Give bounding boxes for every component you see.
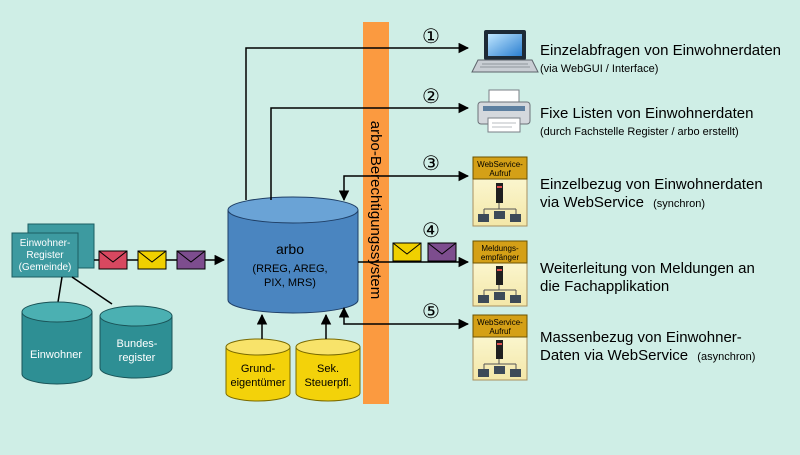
output-5-main-line2: Daten via WebService xyxy=(540,347,688,364)
output-2-sub: (durch Fachstelle Register / arbo erstel… xyxy=(540,126,739,138)
envelope-yellow-2-icon xyxy=(392,242,422,262)
einwohner-cylinder: Einwohner xyxy=(21,301,93,385)
output-1-text: Einzelabfragen von Einwohnerdaten (via W… xyxy=(540,42,781,75)
output-5-text: Massenbezug von Einwohner- Daten via Web… xyxy=(540,329,755,364)
sek-label-line2: Steuerpfl. xyxy=(304,377,351,389)
envelope-yellow-icon xyxy=(137,250,167,270)
output-4-main-line2: die Fachapplikation xyxy=(540,278,669,295)
arbo-subtitle-line1: (RREG, AREG, xyxy=(252,263,327,275)
number-2: ② xyxy=(422,86,440,108)
output-1-main: Einzelabfragen von Einwohnerdaten xyxy=(540,42,781,59)
arbo-title: arbo xyxy=(276,241,304,257)
grund-label-line1: Grund- xyxy=(241,363,276,375)
output-3-sub: (synchron) xyxy=(653,198,705,210)
output-2-text: Fixe Listen von Einwohnerdaten (durch Fa… xyxy=(540,105,753,138)
sek-steuerpfl-cylinder: Sek. Steuerpfl. xyxy=(295,338,361,402)
bundesregister-label-line1: Bundes- xyxy=(117,338,158,350)
bundesregister-cylinder: Bundes- register xyxy=(99,305,173,379)
arbo-subtitle-line2: PIX, MRS) xyxy=(264,277,316,289)
berechtigungssystem-bar xyxy=(363,22,389,404)
webservice-aufruf-icon-2: WebService- Aufruf xyxy=(472,314,528,381)
register-label-line2: Register xyxy=(26,250,64,261)
arrow-output-2 xyxy=(270,102,470,200)
output-4-main-line1: Weiterleitung von Meldungen an xyxy=(540,260,755,277)
envelope-red-icon xyxy=(98,250,128,270)
register-label-line3: (Gemeinde) xyxy=(19,262,72,273)
grundeigentuemer-cylinder: Grund- eigentümer xyxy=(225,338,291,402)
bundesregister-label-line2: register xyxy=(119,352,156,364)
number-5: ⑤ xyxy=(422,301,440,323)
number-1: ① xyxy=(422,26,440,48)
arrow-output-5 xyxy=(338,306,470,330)
ws2-label-line2: Aufruf xyxy=(489,327,511,336)
grund-label-line2: eigentümer xyxy=(230,377,285,389)
register-label-line1: Einwohner- xyxy=(20,238,71,249)
output-4-text: Weiterleitung von Meldungen an die Facha… xyxy=(540,260,755,295)
berechtigungssystem-label: arbo-Berechtigungssystem xyxy=(367,121,384,299)
meld-label-line2: empfänger xyxy=(481,253,520,262)
output-3-main-line1: Einzelbezug von Einwohnerdaten xyxy=(540,176,763,193)
printer-icon xyxy=(477,89,531,133)
webservice-aufruf-icon-1: WebService- Aufruf xyxy=(472,156,528,227)
output-5-main-line2-wrap: Daten via WebService (asynchron) xyxy=(540,347,755,364)
ws2-label-line1: WebService- xyxy=(477,318,523,327)
ws1-label-line2: Aufruf xyxy=(489,169,511,178)
arbo-cylinder: arbo (RREG, AREG, PIX, MRS) xyxy=(227,196,359,314)
arrow-output-3 xyxy=(338,170,470,202)
envelope-purple-2-icon xyxy=(427,242,457,262)
output-3-main-line2-wrap: via WebService (synchron) xyxy=(540,194,705,211)
output-5-main-line1: Massenbezug von Einwohner- xyxy=(540,329,742,346)
output-5-sub: (asynchron) xyxy=(697,351,755,363)
meldungsempfaenger-icon: Meldungs- empfänger xyxy=(472,240,528,307)
sek-label-line1: Sek. xyxy=(317,363,339,375)
einwohner-label: Einwohner xyxy=(30,349,82,361)
output-2-main: Fixe Listen von Einwohnerdaten xyxy=(540,105,753,122)
link-register-bundesregister xyxy=(71,276,113,305)
envelope-purple-icon xyxy=(176,250,206,270)
link-register-einwohner xyxy=(57,276,63,303)
ws1-label-line1: WebService- xyxy=(477,160,523,169)
number-4: ④ xyxy=(422,220,440,242)
number-3: ③ xyxy=(422,153,440,175)
output-1-sub: (via WebGUI / Interface) xyxy=(540,63,658,75)
meld-label-line1: Meldungs- xyxy=(481,244,519,253)
register-box: Einwohner- Register (Gemeinde) xyxy=(11,223,95,278)
output-3-text: Einzelbezug von Einwohnerdaten via WebSe… xyxy=(540,176,763,211)
output-3-main-line2: via WebService xyxy=(540,194,644,211)
arrow-output-1 xyxy=(245,42,470,200)
laptop-icon xyxy=(471,30,539,73)
